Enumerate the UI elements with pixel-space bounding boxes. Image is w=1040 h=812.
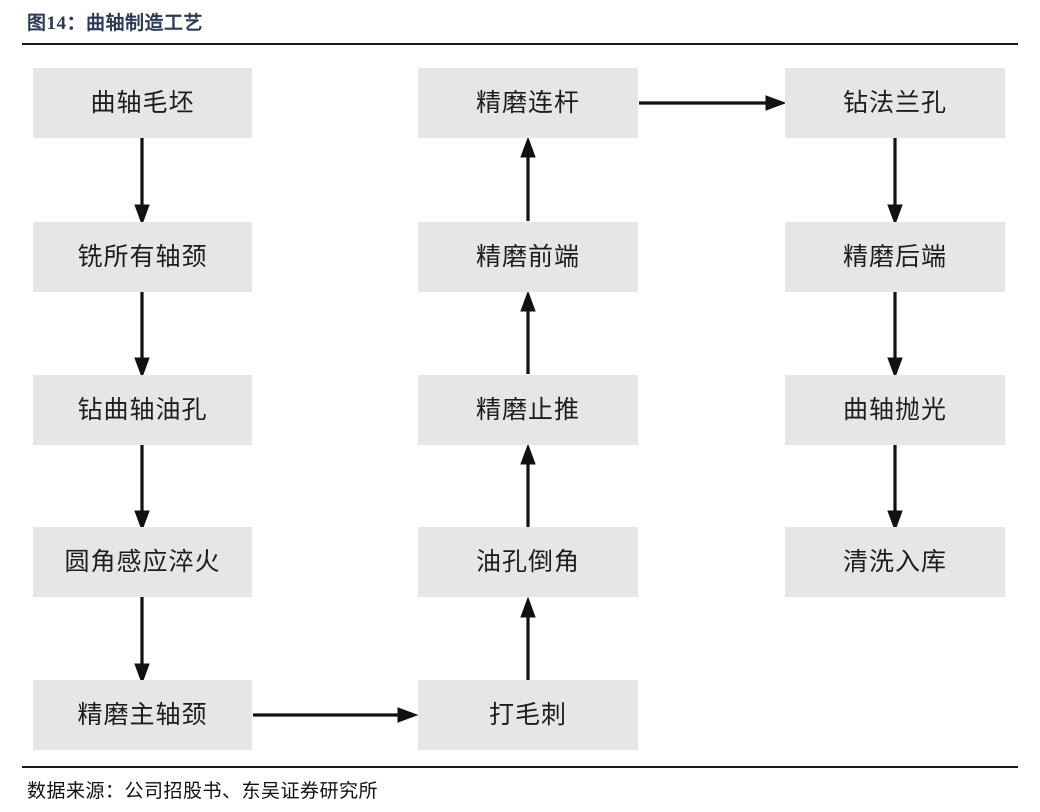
figure-footer: 数据来源：公司招股书、东吴证券研究所 <box>0 766 1040 812</box>
flow-node-crankshaft-polishing[interactable]: 曲轴抛光 <box>785 375 1005 445</box>
flow-node-label: 钻曲轴油孔 <box>77 395 208 424</box>
edge-n7-n8 <box>520 443 536 527</box>
flow-node-label: 圆角感应淬火 <box>64 547 221 576</box>
edge-n12-n13 <box>887 292 903 379</box>
flow-node-finish-grind-thrust[interactable]: 精磨止推 <box>418 375 638 445</box>
flow-node-label: 精磨前端 <box>475 242 580 271</box>
edge-n2-n3 <box>134 292 150 379</box>
flow-node-clean-and-store[interactable]: 清洗入库 <box>785 527 1005 597</box>
flow-node-finish-grind-main-journal[interactable]: 精磨主轴颈 <box>33 680 252 750</box>
flow-connectors <box>134 95 903 723</box>
edge-n10-n11 <box>639 95 787 111</box>
edge-n3-n4 <box>134 445 150 532</box>
figure-header: 图14：曲轴制造工艺 <box>0 0 1040 46</box>
source-note: 数据来源：公司招股书、东吴证券研究所 <box>27 781 379 802</box>
flow-node-label: 清洗入库 <box>842 547 947 576</box>
edge-n1-n2 <box>134 138 150 226</box>
edge-n5-n6 <box>253 707 419 723</box>
edge-n9-n10 <box>520 136 536 221</box>
flow-node-label: 精磨止推 <box>475 395 580 424</box>
flow-node-oil-hole-chamfer[interactable]: 油孔倒角 <box>418 527 638 597</box>
flow-node-label: 铣所有轴颈 <box>77 242 208 271</box>
flow-node-deburring[interactable]: 打毛刺 <box>418 680 638 750</box>
footer-divider <box>22 766 1018 768</box>
header-divider <box>22 43 1018 45</box>
edge-n4-n5 <box>134 597 150 685</box>
flow-node-label: 钻法兰孔 <box>842 88 947 117</box>
flow-node-label: 油孔倒角 <box>475 547 580 576</box>
figure-title: 图14：曲轴制造工艺 <box>27 13 204 34</box>
flow-node-label: 精磨连杆 <box>475 88 580 117</box>
flow-node-finish-grind-rear-end[interactable]: 精磨后端 <box>785 222 1005 292</box>
flow-node-label: 曲轴抛光 <box>842 395 947 424</box>
flow-node-drill-oil-holes[interactable]: 钻曲轴油孔 <box>33 375 252 445</box>
flow-node-mill-all-journals[interactable]: 铣所有轴颈 <box>33 222 252 292</box>
flow-node-crankshaft-blank[interactable]: 曲轴毛坯 <box>33 68 252 138</box>
flow-node-label: 精磨主轴颈 <box>77 700 208 729</box>
flow-node-finish-grind-conrod[interactable]: 精磨连杆 <box>418 68 638 138</box>
edge-n6-n7 <box>520 596 536 680</box>
flow-node-fillet-induction-hardening[interactable]: 圆角感应淬火 <box>33 527 252 597</box>
flow-node-label: 精磨后端 <box>842 242 947 271</box>
edge-n8-n9 <box>520 290 536 374</box>
flow-node-label: 打毛刺 <box>488 700 567 729</box>
edge-n11-n12 <box>887 138 903 226</box>
flow-node-finish-grind-front-end[interactable]: 精磨前端 <box>418 222 638 292</box>
flowchart-canvas: 曲轴毛坯 铣所有轴颈 钻曲轴油孔 圆角感应淬火 精磨主轴颈 打毛刺 油孔倒角 精… <box>0 46 1040 766</box>
edge-n13-n14 <box>887 445 903 532</box>
flow-node-label: 曲轴毛坯 <box>90 88 195 117</box>
flow-node-drill-flange-holes[interactable]: 钻法兰孔 <box>785 68 1005 138</box>
